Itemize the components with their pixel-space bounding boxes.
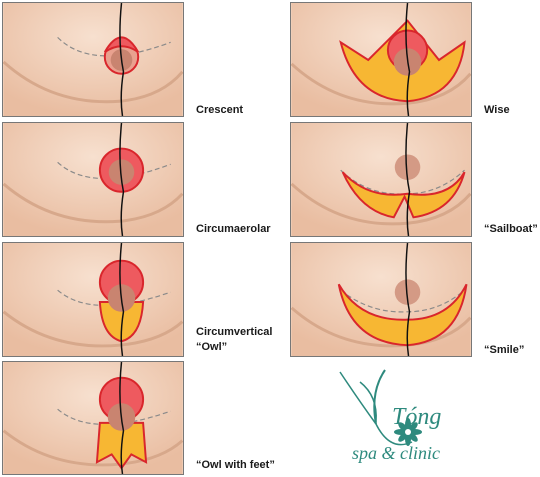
panel-smile xyxy=(290,242,472,357)
panel-crescent xyxy=(2,2,184,117)
wise-illustration xyxy=(291,3,471,116)
label-wise: Wise xyxy=(484,104,510,116)
owl-feet-illustration xyxy=(3,362,183,474)
panel-owl-feet xyxy=(2,361,184,475)
label-circumaerolar: Circumaerolar xyxy=(196,223,271,235)
label-circumvertical-line1: Circumvertical xyxy=(196,326,273,338)
logo-word: Tóng xyxy=(392,404,442,430)
panel-circumaerolar xyxy=(2,122,184,237)
circumaerolar-illustration xyxy=(3,123,183,236)
panel-circumvertical xyxy=(2,242,184,357)
smile-illustration xyxy=(291,243,471,356)
label-circumvertical-line2: “Owl” xyxy=(196,341,228,353)
label-sailboat: “Sailboat” xyxy=(484,223,538,235)
label-crescent: Crescent xyxy=(196,104,244,116)
logo-tagline: spa & clinic xyxy=(352,443,440,463)
panel-wise xyxy=(290,2,472,117)
label-smile: “Smile” xyxy=(484,344,525,356)
panel-sailboat xyxy=(290,122,472,237)
crescent-illustration xyxy=(3,3,183,116)
circumvertical-illustration xyxy=(3,243,183,356)
flower-logo-icon xyxy=(339,369,422,446)
label-owl-feet: “Owl with feet” xyxy=(196,459,275,471)
sailboat-illustration xyxy=(291,123,471,236)
